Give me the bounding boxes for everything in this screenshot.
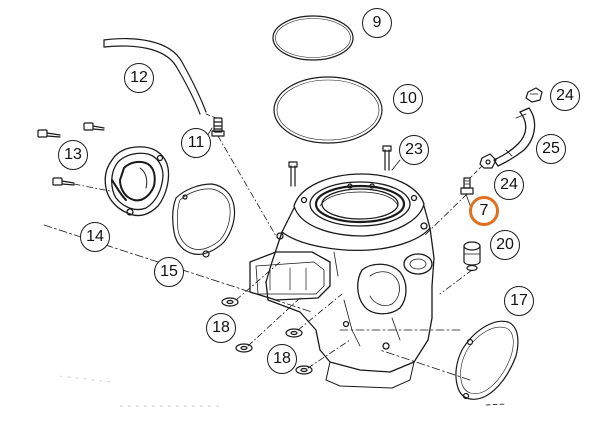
bolt-13a	[37, 129, 61, 138]
washer-18c	[285, 328, 303, 338]
washer-18d	[295, 365, 313, 375]
side-gasket-17	[455, 320, 519, 400]
callout-15: 15	[154, 257, 184, 287]
callout-18a: 18	[206, 313, 236, 343]
callout-17: 17	[504, 286, 534, 316]
cylinder-base-gasket	[273, 76, 383, 144]
hose-25	[493, 107, 536, 167]
bolt-13c	[52, 177, 75, 186]
cylinder-block	[249, 173, 435, 389]
o-ring-small	[272, 15, 354, 61]
stud-23b	[382, 145, 392, 171]
plug-20	[463, 241, 481, 272]
washer-18a	[221, 297, 239, 307]
washer-18b	[235, 343, 253, 353]
cover-gasket-15	[172, 183, 236, 258]
callout-11: 11	[181, 128, 211, 158]
hose-clamp-24a	[525, 87, 543, 103]
stud-23a	[288, 161, 298, 187]
callout-24a: 24	[550, 81, 580, 111]
callout-10: 10	[393, 84, 423, 114]
callout-9: 9	[362, 8, 392, 38]
hose-part	[103, 38, 207, 113]
cover-part-14	[104, 146, 170, 217]
hose-clamp-24b	[479, 153, 497, 169]
callout-23: 23	[399, 135, 429, 165]
fitting-screw	[211, 117, 225, 137]
callout-13: 13	[58, 140, 88, 170]
callout-24b: 24	[494, 170, 524, 200]
bolt-13b	[83, 122, 105, 131]
callout-12: 12	[124, 63, 154, 93]
callout-7-highlighted: 7	[469, 196, 499, 226]
callout-14: 14	[80, 222, 110, 252]
callout-20: 20	[490, 230, 520, 260]
callout-25: 25	[536, 134, 566, 164]
nipple-fitting-7	[460, 177, 474, 195]
callout-18b: 18	[267, 344, 297, 374]
